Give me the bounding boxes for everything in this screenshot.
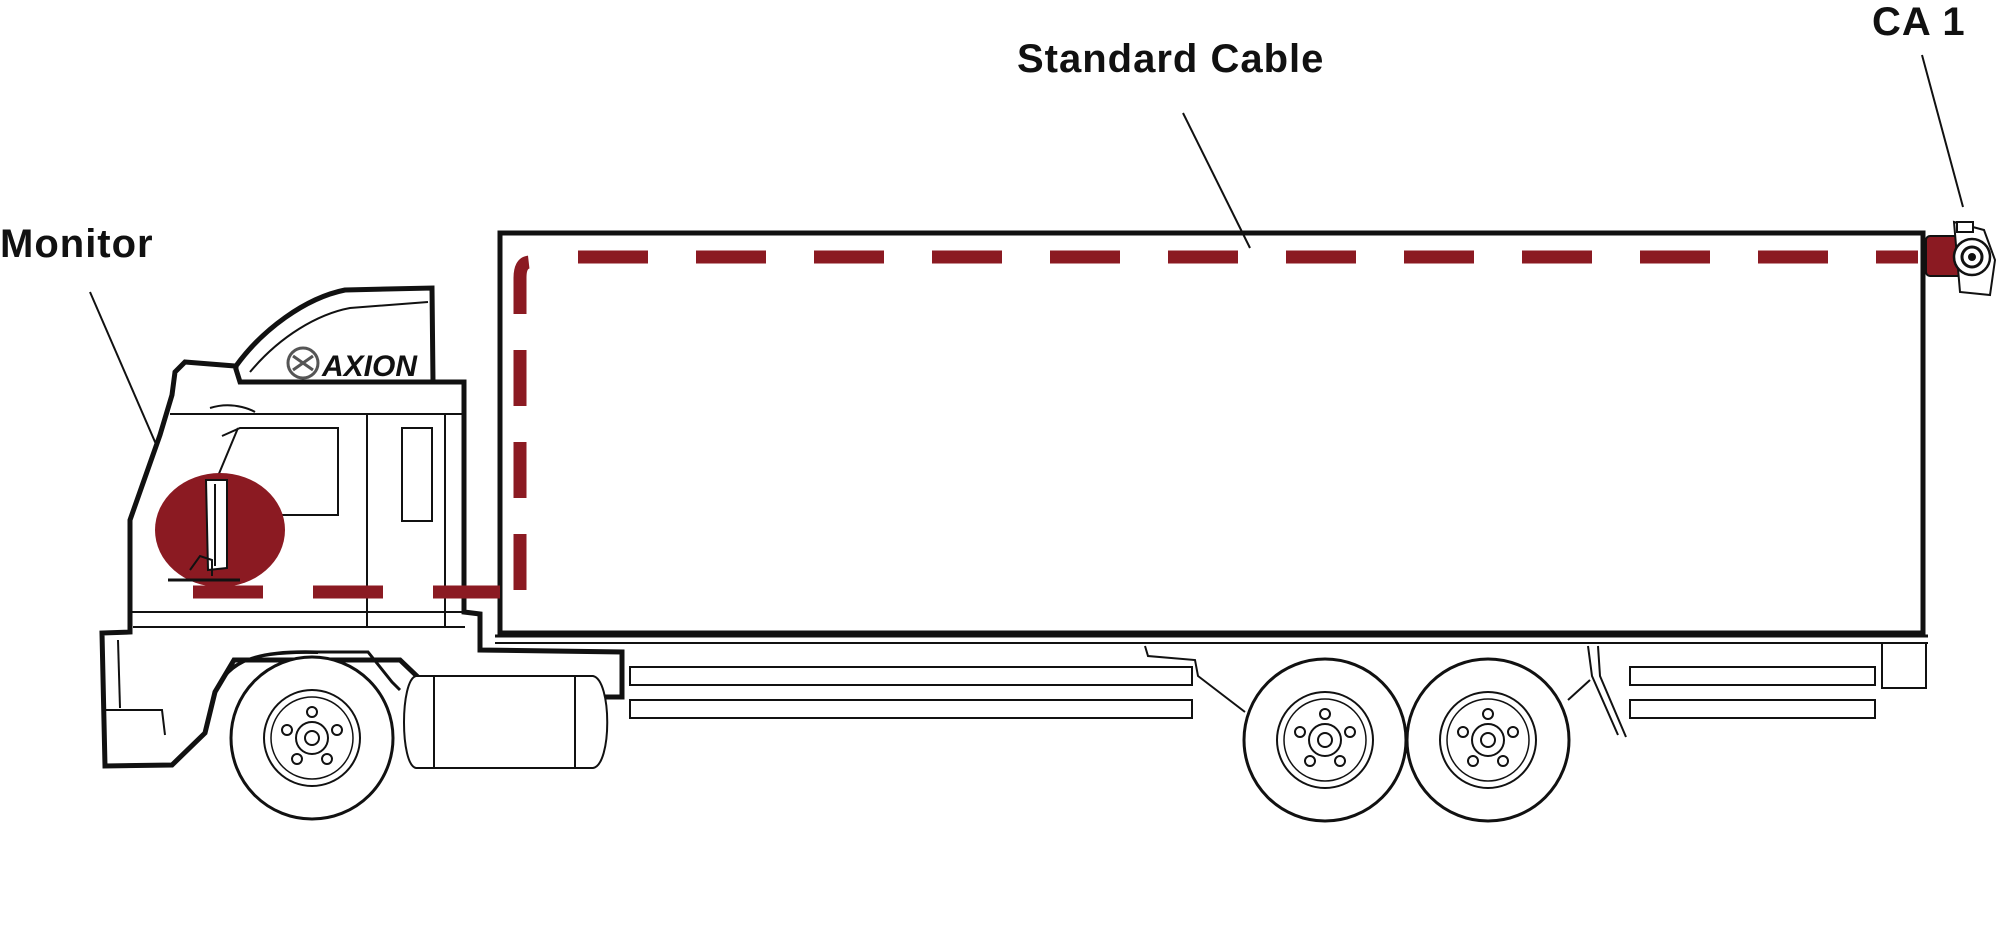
monitor-icon xyxy=(155,473,285,587)
truck-cab xyxy=(99,285,625,769)
standard-cable-route xyxy=(193,250,1918,599)
rear-wheel-1 xyxy=(1242,657,1408,823)
monitor-label: Monitor xyxy=(0,222,154,266)
axion-logo-icon: AXION xyxy=(286,346,418,383)
front-wheel xyxy=(229,655,395,821)
camera-label: CA 1 xyxy=(1872,0,1966,44)
camera-leader-line xyxy=(1921,54,1964,208)
brand-name: AXION xyxy=(321,350,418,383)
standard-cable-leader-line xyxy=(1182,112,1251,249)
trailer-box xyxy=(495,230,1928,738)
standard-cable-label: Standard Cable xyxy=(1017,37,1325,81)
camera-icon xyxy=(1925,220,1997,297)
rear-wheel-2 xyxy=(1405,657,1571,823)
